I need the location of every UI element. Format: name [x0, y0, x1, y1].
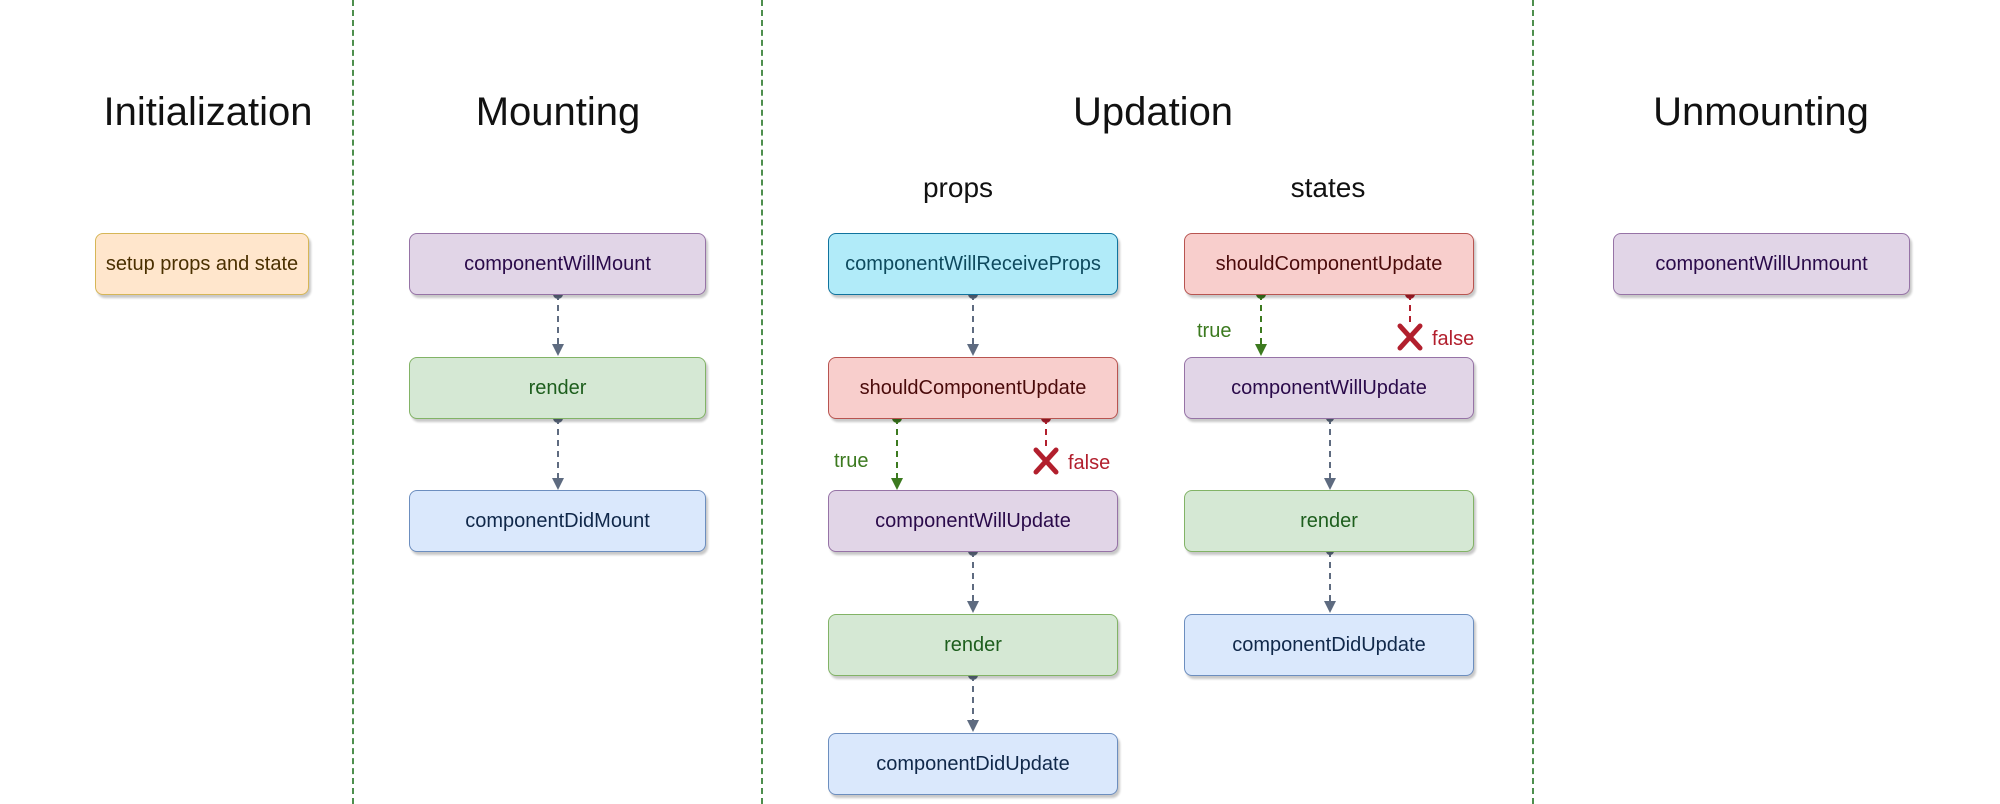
node-label: componentWillUpdate	[1231, 376, 1427, 399]
node-label: componentDidMount	[465, 509, 650, 532]
flow-arrow	[1324, 547, 1336, 613]
node-label: shouldComponentUpdate	[1215, 252, 1443, 275]
props-subtitle: props	[922, 172, 994, 203]
props-render-node: render	[828, 614, 1118, 676]
node-label: render	[528, 376, 587, 399]
component-will-unmount-node: componentWillUnmount	[1613, 233, 1910, 295]
flow-arrow	[552, 289, 564, 356]
node-label: componentDidUpdate	[1232, 633, 1426, 656]
node-label: shouldComponentUpdate	[859, 376, 1087, 399]
mounting-title: Mounting	[475, 90, 641, 134]
flow-arrow	[967, 289, 979, 356]
props-true-label: true	[834, 450, 869, 472]
states-component-did-update-node: componentDidUpdate	[1184, 614, 1474, 676]
node-label: componentDidUpdate	[876, 752, 1070, 775]
node-label: componentWillUnmount	[1655, 252, 1868, 275]
component-will-receive-props-node: componentWillReceiveProps	[828, 233, 1118, 295]
props-component-did-update-node: componentDidUpdate	[828, 733, 1118, 795]
node-label: componentWillUpdate	[875, 509, 1071, 532]
props-component-will-update-node: componentWillUpdate	[828, 490, 1118, 552]
node-label: render	[944, 633, 1002, 656]
states-component-will-update-node: componentWillUpdate	[1184, 357, 1474, 419]
component-will-mount-node: componentWillMount	[409, 233, 706, 295]
flow-arrow	[967, 546, 979, 613]
props-should-component-update-node: shouldComponentUpdate	[828, 357, 1118, 419]
node-label: componentWillMount	[464, 252, 651, 275]
flow-arrow	[552, 413, 564, 490]
states-true-label: true	[1197, 320, 1232, 342]
states-subtitle: states	[1290, 172, 1366, 203]
states-false-label: false	[1432, 328, 1475, 350]
cross-icon	[1033, 447, 1059, 475]
phase-divider	[352, 0, 354, 804]
props-false-label: false	[1068, 452, 1111, 474]
node-label: setup props and state	[105, 252, 299, 275]
setup-props-and-state-node: setup props and state	[95, 233, 309, 295]
cross-icon	[1397, 323, 1423, 351]
states-should-component-update-node: shouldComponentUpdate	[1184, 233, 1474, 295]
updation-title: Updation	[1072, 90, 1234, 134]
states-render-node: render	[1184, 490, 1474, 552]
node-label: render	[1300, 509, 1358, 532]
flow-arrow	[1324, 414, 1336, 490]
true-branch-arrow	[1255, 289, 1267, 356]
true-branch-arrow	[891, 413, 903, 490]
flow-arrow	[967, 670, 979, 732]
mount-render-node: render	[409, 357, 706, 419]
unmounting-title: Unmounting	[1653, 90, 1869, 134]
component-did-mount-node: componentDidMount	[409, 490, 706, 552]
initialization-title: Initialization	[103, 90, 313, 134]
phase-divider	[761, 0, 763, 804]
node-label: componentWillReceiveProps	[845, 252, 1101, 275]
phase-divider	[1532, 0, 1534, 804]
